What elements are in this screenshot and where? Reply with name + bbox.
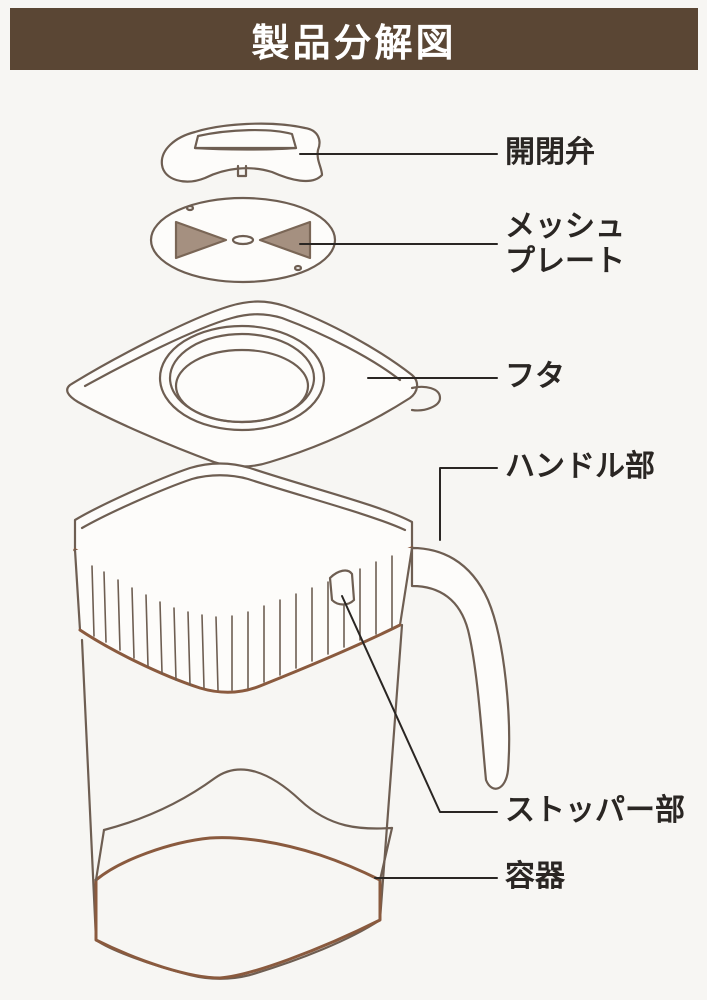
handle-leader	[439, 467, 498, 541]
title-bar: 製品分解図	[10, 8, 698, 70]
lid-part	[66, 300, 442, 468]
label-mesh-plate-line1: メッシュ	[505, 209, 625, 244]
mesh-plate-part	[149, 196, 337, 284]
handle-part	[410, 546, 511, 790]
label-lid: フタ	[505, 359, 565, 394]
label-stopper: ストッパー部	[505, 793, 685, 828]
label-valve: 開閉弁	[505, 135, 595, 170]
label-mesh-plate: メッシュ プレート	[505, 209, 625, 279]
label-handle: ハンドル部	[505, 449, 655, 484]
label-mesh-plate-line2: プレート	[505, 243, 625, 279]
diagram-title: 製品分解図	[251, 20, 457, 65]
container-part	[73, 462, 414, 980]
label-container: 容器	[505, 859, 565, 894]
stopper-leader	[341, 595, 498, 813]
valve-part	[160, 122, 324, 183]
